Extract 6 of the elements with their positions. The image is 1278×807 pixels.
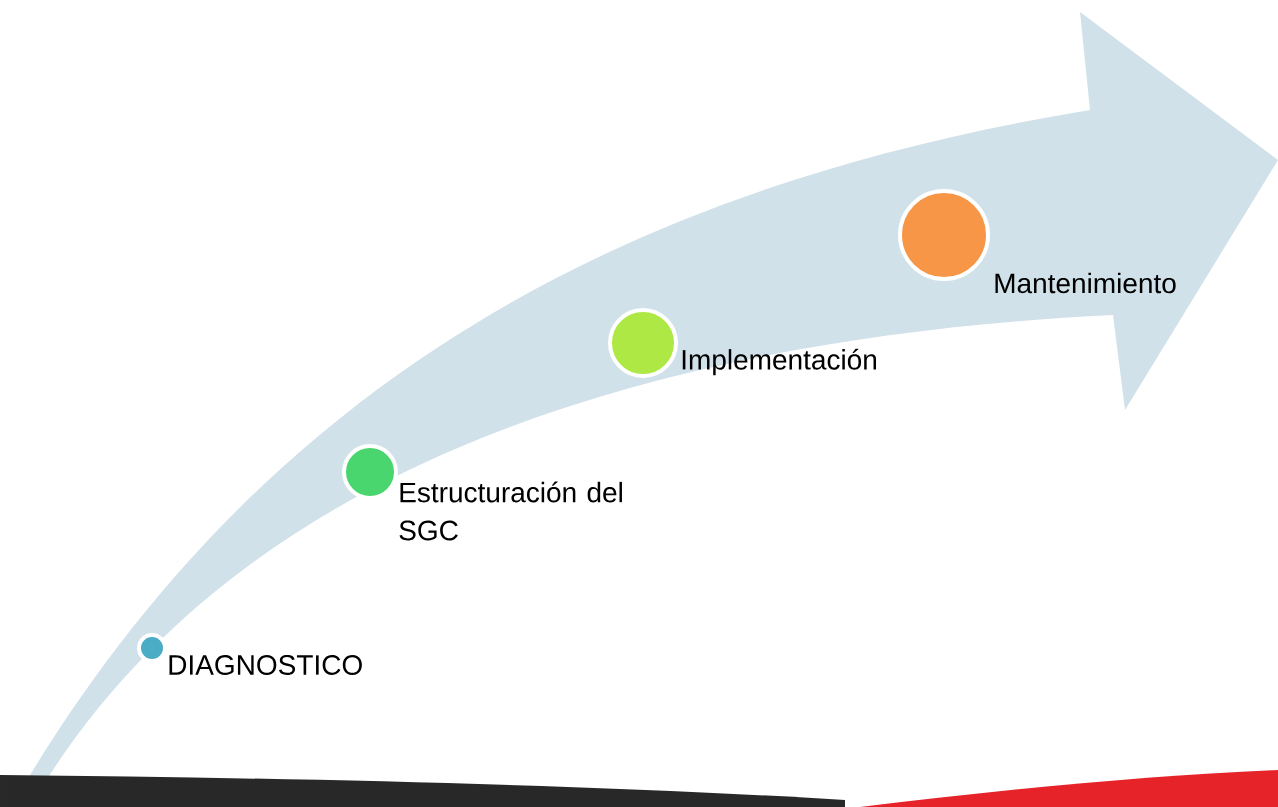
step-label: Implementación (682, 348, 876, 376)
step-label: DIAGNOSTICO (169, 655, 362, 675)
step-label: Mantenimiento (995, 272, 1176, 294)
step-label: Estructuración del SGC (399, 481, 622, 541)
step-circle (608, 308, 678, 378)
step-circle (898, 189, 990, 281)
